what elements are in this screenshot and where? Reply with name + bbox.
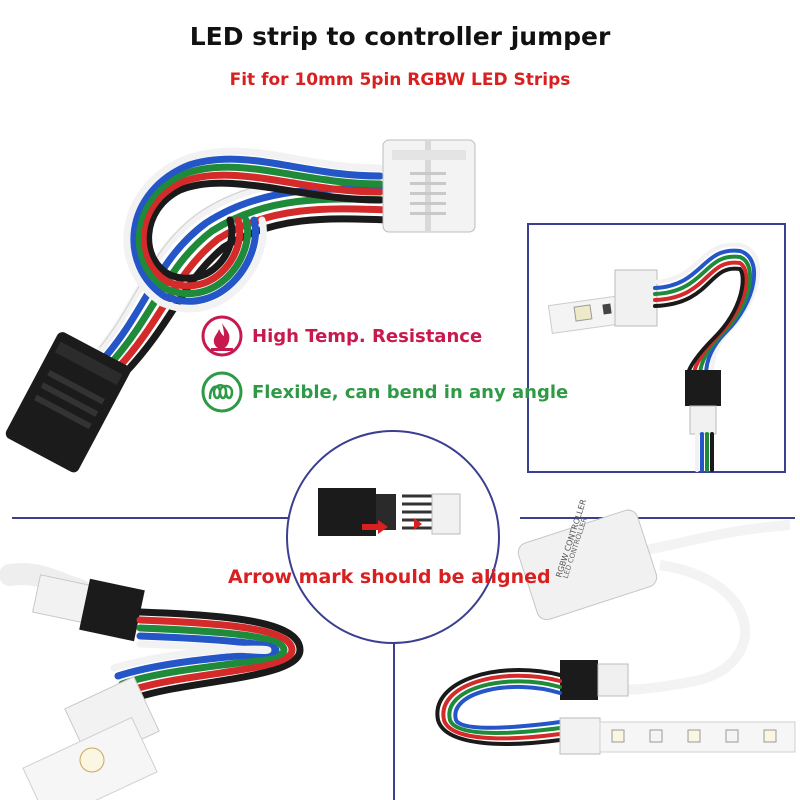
magnifier-detail [286, 430, 500, 644]
page-title: LED strip to controller jumper [189, 22, 611, 51]
section-dividers [12, 517, 795, 800]
page-subtitle: Fit for 10mm 5pin RGBW LED Strips [229, 70, 571, 90]
alignment-annotation: Arrow mark should be aligned [228, 566, 551, 588]
feature-flexible-label: Flexible, can bend in any angle [252, 381, 569, 403]
bottom-left-connection [0, 563, 304, 800]
bottom-right-controller: RGBW CONTROLLER LED CONTROLLER [435, 498, 796, 755]
main-jumper-cable [5, 139, 476, 473]
flame-icon [201, 315, 243, 357]
feature-flexible: Flexible, can bend in any angle [200, 370, 568, 414]
feature-high-temp-label: High Temp. Resistance [252, 325, 483, 347]
coil-icon [201, 371, 243, 413]
feature-high-temp: High Temp. Resistance [200, 314, 482, 358]
inset-strip-connection [527, 223, 786, 473]
